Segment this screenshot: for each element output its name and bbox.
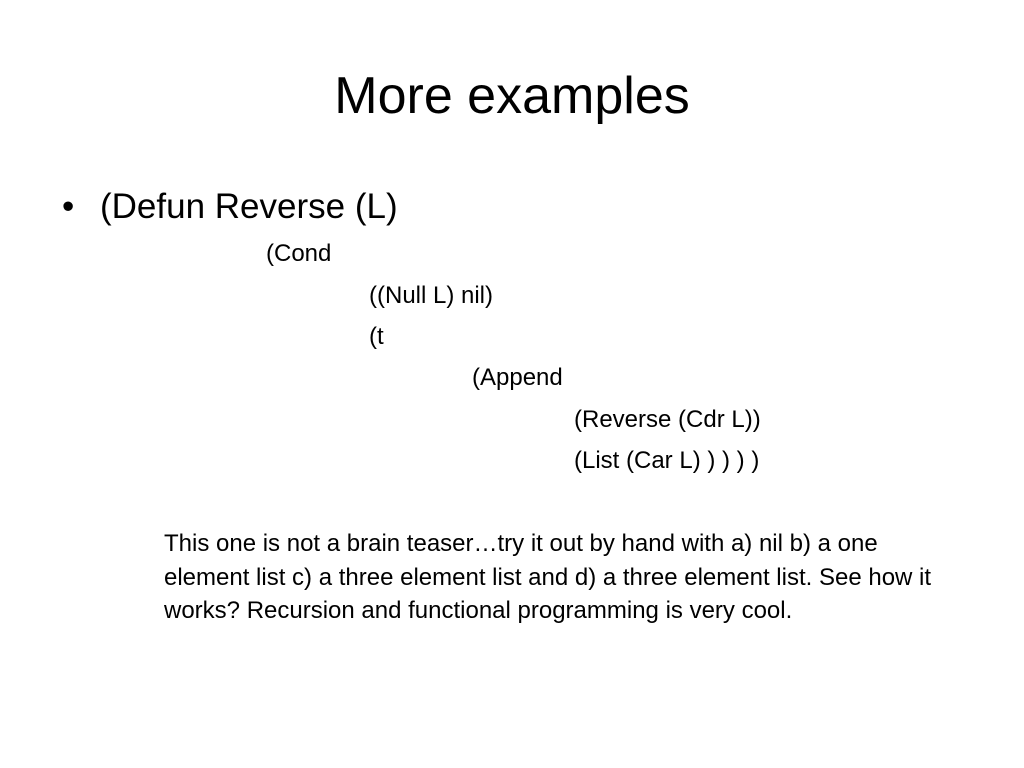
code-line-t-case: (t [369,323,384,350]
code-line-list-car: (List (Car L) ) ) ) ) [574,447,760,474]
code-line-append: (Append [472,364,563,391]
code-line-reverse-cdr: (Reverse (Cdr L)) [574,406,761,433]
explanation-note: This one is not a brain teaser…try it ou… [164,530,932,624]
bullet-item: • (Defun Reverse (L) [62,184,398,230]
bullet-text: (Defun Reverse (L) [100,187,398,226]
code-line-null-case: ((Null L) nil) [369,282,494,309]
code-line-cond: (Cond [266,240,332,267]
slide-title: More examples [334,67,690,125]
bullet-icon: • [62,187,75,226]
